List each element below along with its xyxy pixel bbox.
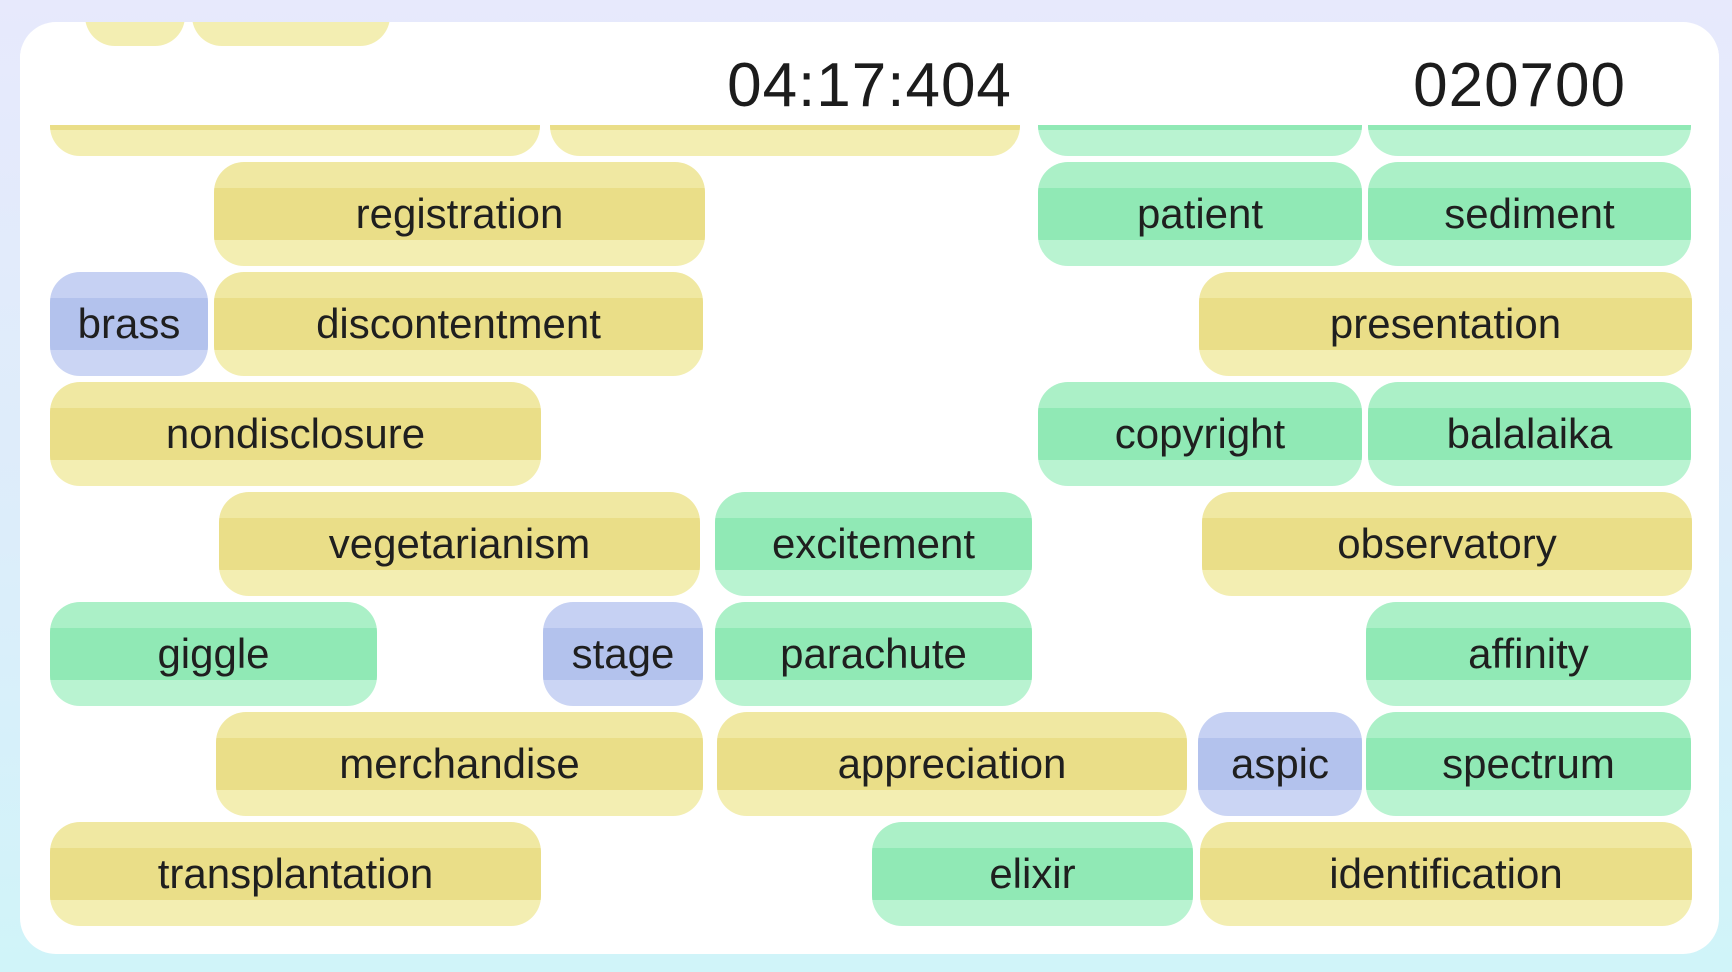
score: 020700 (1413, 51, 1626, 120)
word-pill[interactable] (85, 22, 185, 46)
word-pill[interactable]: parachute (715, 602, 1032, 706)
word-pill[interactable]: transplantation (50, 822, 541, 926)
word-pill[interactable]: sediment (1368, 162, 1691, 266)
word-pill[interactable]: spectrum (1366, 712, 1691, 816)
word-pill[interactable]: nondisclosure (50, 382, 541, 486)
word-pill[interactable]: elixir (872, 822, 1193, 926)
word-pill[interactable]: balalaika (1368, 382, 1691, 486)
word-pill[interactable]: identification (1200, 822, 1692, 926)
word-pill[interactable]: patient (1038, 162, 1362, 266)
word-pill[interactable]: observatory (1202, 492, 1692, 596)
word-pill[interactable] (192, 22, 390, 46)
word-pill[interactable]: merchandise (216, 712, 703, 816)
header-bar: 04:17:404 020700 (20, 46, 1719, 125)
word-pill[interactable]: aspic (1198, 712, 1362, 816)
word-pill[interactable]: vegetarianism (219, 492, 700, 596)
word-pill[interactable]: giggle (50, 602, 377, 706)
word-pill[interactable]: excitement (715, 492, 1032, 596)
word-pill[interactable]: appreciation (717, 712, 1187, 816)
word-pill[interactable]: affinity (1366, 602, 1691, 706)
word-pill[interactable]: discontentment (214, 272, 703, 376)
word-pill[interactable]: copyright (1038, 382, 1362, 486)
word-pill[interactable]: presentation (1199, 272, 1692, 376)
word-pill[interactable]: brass (50, 272, 208, 376)
timer: 04:17:404 (727, 51, 1012, 120)
word-pill[interactable]: registration (214, 162, 705, 266)
word-pill[interactable]: stage (543, 602, 703, 706)
